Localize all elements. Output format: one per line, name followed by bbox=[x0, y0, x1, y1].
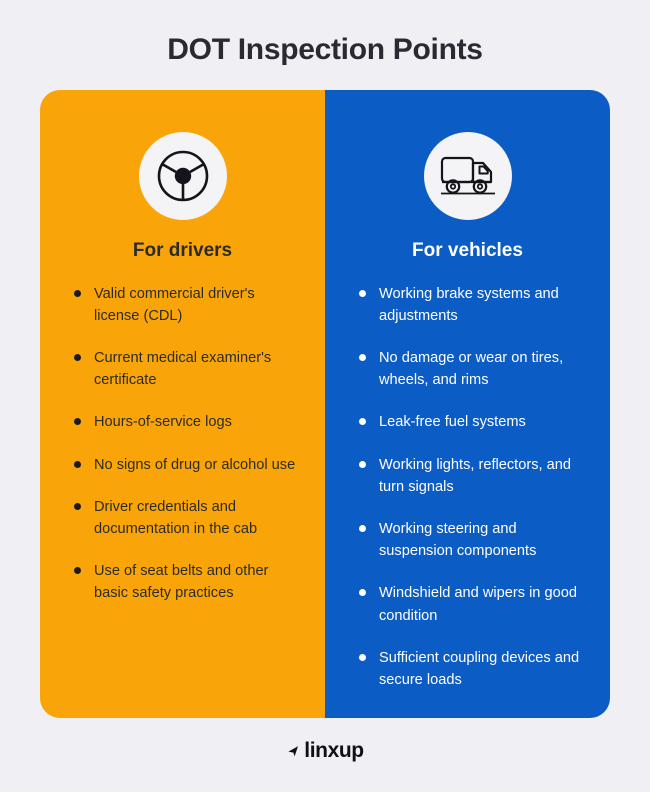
list-item: Working lights, reflectors, and turn sig… bbox=[359, 454, 584, 498]
two-column-card: For drivers Valid commercial driver's li… bbox=[40, 90, 610, 718]
list-item: No signs of drug or alcohol use bbox=[74, 454, 299, 476]
page-title: DOT Inspection Points bbox=[167, 33, 483, 66]
bullet-icon bbox=[359, 354, 366, 362]
panel-vehicles: For vehicles Working brake systems and a… bbox=[325, 90, 610, 718]
list-item-text: Valid commercial driver's license (CDL) bbox=[94, 285, 255, 324]
bullet-icon bbox=[359, 418, 366, 426]
bullet-icon bbox=[74, 418, 81, 426]
panel-drivers: For drivers Valid commercial driver's li… bbox=[40, 90, 325, 718]
list-item: Working steering and suspension componen… bbox=[359, 518, 584, 562]
bullet-icon bbox=[74, 567, 81, 575]
bullet-icon bbox=[359, 525, 366, 532]
bullet-icon bbox=[74, 502, 81, 510]
list-item: Windshield and wipers in good condition bbox=[359, 582, 584, 626]
list-item: Driver credentials and documentation in … bbox=[74, 496, 299, 540]
list-item: Current medical examiner's certificate bbox=[74, 347, 299, 391]
list-item-text: No damage or wear on tires, wheels, and … bbox=[379, 350, 564, 389]
list-item: Hours-of-service logs bbox=[74, 411, 299, 433]
panel-vehicles-heading: For vehicles bbox=[412, 240, 523, 261]
truck-icon bbox=[440, 156, 495, 195]
bullet-icon bbox=[74, 289, 81, 297]
vehicles-icon-circle bbox=[423, 132, 512, 220]
list-item: Sufficient coupling devices and secure l… bbox=[359, 647, 584, 691]
list-item: Leak-free fuel systems bbox=[359, 411, 584, 433]
bullet-icon bbox=[359, 589, 366, 597]
list-item-text: Working steering and suspension componen… bbox=[379, 521, 537, 560]
drivers-icon-circle bbox=[138, 132, 227, 220]
drivers-list: Valid commercial driver's license (CDL) … bbox=[40, 283, 325, 605]
list-item: No damage or wear on tires, wheels, and … bbox=[359, 347, 584, 391]
list-item-text: Sufficient coupling devices and secure l… bbox=[379, 649, 580, 688]
list-item-text: No signs of drug or alcohol use bbox=[94, 456, 296, 473]
bullet-icon bbox=[74, 460, 81, 468]
list-item-text: Current medical examiner's certificate bbox=[94, 350, 272, 389]
list-item-text: Driver credentials and documentation in … bbox=[94, 498, 258, 537]
steering-wheel-icon bbox=[157, 150, 208, 202]
list-item: Working brake systems and adjustments bbox=[359, 283, 584, 327]
bullet-icon bbox=[74, 354, 81, 362]
list-item-text: Working lights, reflectors, and turn sig… bbox=[379, 456, 571, 495]
logo-text: linxup bbox=[304, 739, 364, 762]
panel-drivers-heading: For drivers bbox=[132, 240, 233, 261]
list-item: Valid commercial driver's license (CDL) bbox=[74, 283, 299, 327]
list-item-text: Hours-of-service logs bbox=[94, 414, 232, 431]
list-item-text: Working brake systems and adjustments bbox=[379, 285, 559, 324]
triangle-left-icon bbox=[288, 745, 299, 756]
footer-logo: linxup bbox=[0, 740, 650, 761]
bullet-icon bbox=[359, 653, 366, 661]
list-item-text: Windshield and wipers in good condition bbox=[379, 585, 577, 624]
list-item-text: Use of seat belts and other basic safety… bbox=[94, 563, 269, 602]
bullet-icon bbox=[359, 289, 366, 297]
vehicles-list: Working brake systems and adjustments No… bbox=[325, 283, 610, 691]
list-item: Use of seat belts and other basic safety… bbox=[74, 560, 299, 604]
list-item-text: Leak-free fuel systems bbox=[379, 414, 526, 431]
bullet-icon bbox=[359, 460, 366, 468]
